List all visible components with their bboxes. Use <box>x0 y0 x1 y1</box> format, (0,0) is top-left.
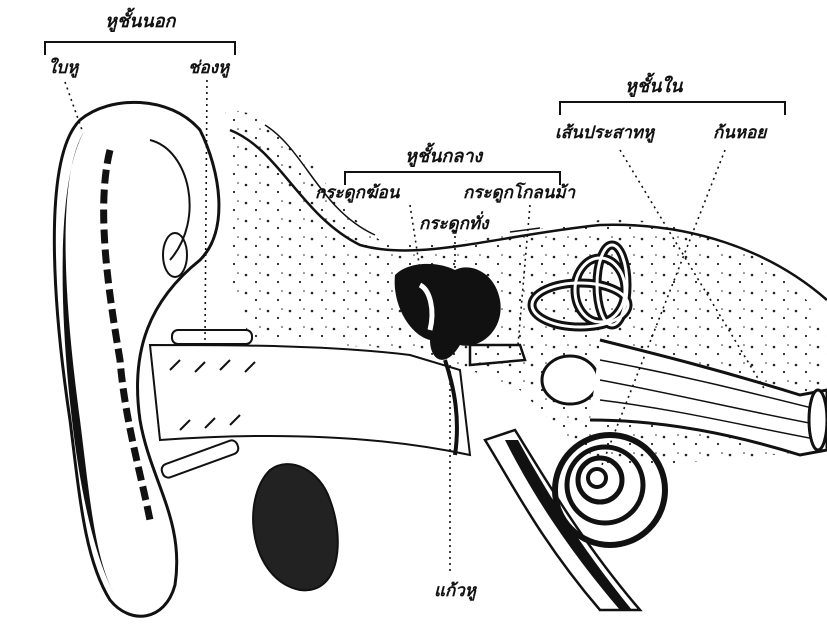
pinna-label: ใบหู <box>48 60 78 77</box>
canal-gland-upper <box>172 330 252 344</box>
middle-ear-label: หูชั้นกลาง <box>405 148 482 166</box>
malleus-label: กระดูกฆ้อน <box>315 185 399 202</box>
vestibule <box>542 356 598 404</box>
inner-ear-bracket <box>560 102 785 115</box>
auditory-nerve-label: เส้นประสาทหู <box>555 125 654 142</box>
canal-gland-lower <box>160 439 240 480</box>
eardrum-label: แก้วหู <box>434 583 476 600</box>
incus-label: กระดูกทั่ง <box>419 216 488 233</box>
inner-ear-label: หูชั้นใน <box>625 78 682 96</box>
outer-ear-bracket <box>45 42 235 55</box>
cochlea-label: ก้นหอย <box>713 125 766 142</box>
outer-ear-label: หูชั้นนอก <box>105 13 175 31</box>
nerve-end <box>809 390 827 450</box>
mastoid-lobe <box>253 464 338 590</box>
ear-canal-label: ช่องหู <box>188 60 229 77</box>
ear-canal <box>150 345 470 455</box>
stapes-label: กระดูกโกลนม้า <box>463 185 575 202</box>
